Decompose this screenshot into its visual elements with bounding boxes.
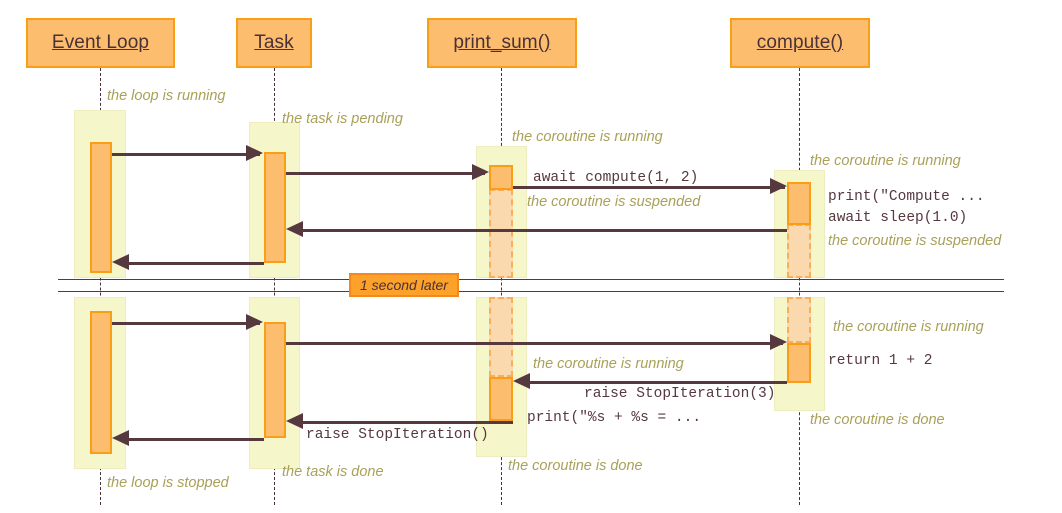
divider-label: 1 second later bbox=[360, 277, 448, 293]
activation-compute-2 bbox=[787, 343, 811, 383]
activation-task-2 bbox=[264, 322, 286, 438]
note-task-is-pending: the task is pending bbox=[282, 111, 403, 127]
lifeline-print-sum bbox=[501, 68, 502, 505]
arrow-line-compute-to-printsum-2 bbox=[527, 381, 787, 384]
message-return-1-plus-2: return 1 + 2 bbox=[828, 353, 933, 369]
note-print-sum-running-1: the coroutine is running bbox=[512, 129, 663, 145]
note-compute-running-1: the coroutine is running bbox=[810, 153, 961, 169]
arrow-line-task-to-loop-1 bbox=[126, 262, 264, 265]
participant-event-loop[interactable]: Event Loop bbox=[26, 18, 175, 68]
message-raise-stopiteration: raise StopIteration() bbox=[306, 427, 489, 443]
arrow-head-task-to-loop-2 bbox=[112, 430, 129, 446]
arrow-head-printsum-to-compute-1 bbox=[770, 178, 787, 194]
arrow-head-task-to-loop-1 bbox=[112, 254, 129, 270]
note-compute-is-done: the coroutine is done bbox=[810, 412, 945, 428]
note-print-sum-is-done: the coroutine is done bbox=[508, 458, 643, 474]
message-await-compute: await compute(1, 2) bbox=[533, 170, 699, 186]
arrow-line-loop-to-task-1 bbox=[112, 153, 260, 156]
arrow-line-printsum-to-compute-1 bbox=[513, 186, 785, 189]
activation-suspended-compute-2 bbox=[787, 297, 811, 343]
arrow-line-task-to-compute-2 bbox=[286, 342, 783, 345]
arrow-head-task-to-printsum-1 bbox=[472, 164, 489, 180]
message-print-compute: print("Compute ... bbox=[828, 189, 985, 205]
lifeline-compute bbox=[799, 68, 800, 505]
arrow-line-compute-to-task-1 bbox=[300, 229, 787, 232]
arrow-line-task-to-printsum-1 bbox=[286, 172, 485, 175]
activation-print-sum-2 bbox=[489, 377, 513, 421]
divider-delay-box: 1 second later bbox=[349, 273, 459, 297]
participant-print-sum[interactable]: print_sum() bbox=[427, 18, 577, 68]
message-raise-stopiteration-3: raise StopIteration(3) bbox=[584, 386, 776, 402]
note-print-sum-suspended-1: the coroutine is suspended bbox=[527, 194, 701, 210]
activation-print-sum-1 bbox=[489, 165, 513, 190]
activation-event-loop-2 bbox=[90, 311, 112, 454]
arrow-head-compute-to-printsum-2 bbox=[513, 373, 530, 389]
participant-label-event-loop: Event Loop bbox=[51, 32, 150, 53]
note-compute-suspended-1: the coroutine is suspended bbox=[828, 233, 1002, 249]
arrow-head-loop-to-task-2 bbox=[246, 314, 263, 330]
message-print-sum-result: print("%s + %s = ... bbox=[527, 410, 702, 426]
arrow-line-printsum-to-task-2 bbox=[300, 421, 513, 424]
activation-suspended-compute-1 bbox=[787, 224, 811, 278]
activation-task-1 bbox=[264, 152, 286, 263]
arrow-head-compute-to-task-1 bbox=[286, 221, 303, 237]
lifeline-task bbox=[274, 68, 275, 505]
arrow-head-task-to-compute-2 bbox=[770, 334, 787, 350]
participant-label-task: Task bbox=[254, 32, 294, 53]
note-compute-running-2: the coroutine is running bbox=[833, 319, 984, 335]
divider-line-top bbox=[58, 279, 1004, 280]
participant-label-print-sum: print_sum() bbox=[453, 32, 551, 53]
divider-line-bottom bbox=[58, 291, 1004, 292]
participant-task[interactable]: Task bbox=[236, 18, 312, 68]
arrow-line-task-to-loop-2 bbox=[126, 438, 264, 441]
note-print-sum-running-2: the coroutine is running bbox=[533, 356, 684, 372]
message-await-sleep: await sleep(1.0) bbox=[828, 210, 968, 226]
note-loop-is-running: the loop is running bbox=[107, 88, 226, 104]
activation-suspended-print-sum-1 bbox=[489, 189, 513, 278]
participant-compute[interactable]: compute() bbox=[730, 18, 870, 68]
arrow-head-loop-to-task-1 bbox=[246, 145, 263, 161]
activation-suspended-print-sum-2 bbox=[489, 297, 513, 377]
arrow-head-printsum-to-task-2 bbox=[286, 413, 303, 429]
arrow-line-loop-to-task-2 bbox=[112, 322, 260, 325]
participant-label-compute: compute() bbox=[756, 32, 844, 53]
activation-compute-1 bbox=[787, 182, 811, 225]
note-loop-is-stopped: the loop is stopped bbox=[107, 475, 229, 491]
note-task-is-done: the task is done bbox=[282, 464, 384, 480]
lifeline-event-loop bbox=[100, 68, 101, 505]
activation-event-loop-1 bbox=[90, 142, 112, 273]
